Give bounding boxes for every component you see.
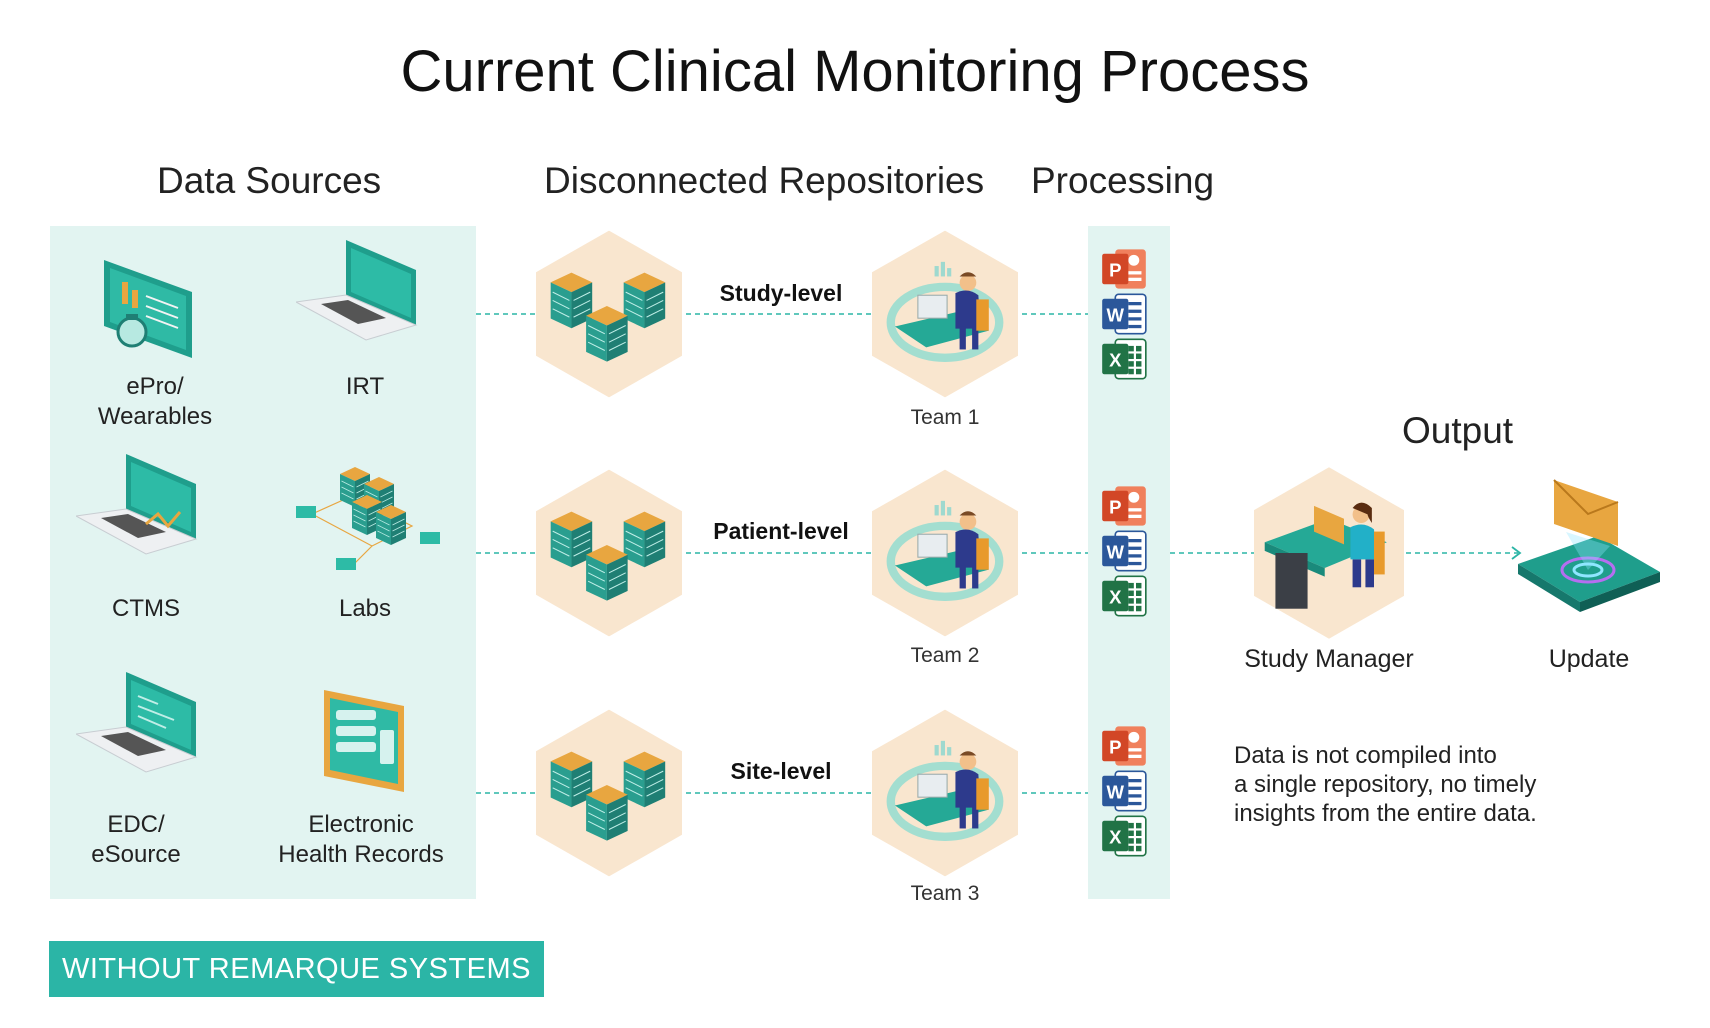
repository-patient-icon [536,469,682,637]
team-label-3: Team 3 [910,882,980,905]
repository-site-icon [536,709,682,877]
row-label-site: Site-level [730,758,832,784]
server-cluster-icon [296,466,440,570]
word-icon [1100,529,1148,573]
heading-output: Output [1402,410,1514,451]
study-manager-label: Study Manager [1244,645,1414,673]
envelope-phone-icon [1518,479,1660,612]
excel-icon [1100,574,1148,618]
update-label: Update [1548,645,1630,673]
powerpoint-icon [1100,724,1148,768]
laptop-chart-icon [76,454,206,564]
source-label-ctms: CTMS [112,595,180,622]
source-label-edc: EDC/eSource [91,811,181,868]
team-2-icon [872,469,1018,637]
heading-repositories: Disconnected Repositories [544,160,985,201]
row-label-study: Study-level [719,280,843,306]
output-note: Data is not compiled into a single repos… [1234,742,1537,827]
team-3-icon [872,709,1018,877]
heading-data-sources: Data Sources [157,160,382,201]
tablet-watch-icon [104,260,192,358]
team-label-1: Team 1 [910,406,980,429]
update-arrowhead [1511,546,1522,560]
source-label-labs: Labs [338,595,392,622]
study-manager-icon [1254,467,1404,639]
repository-study-icon [536,230,682,398]
powerpoint-icon [1100,484,1148,528]
excel-icon [1100,814,1148,858]
source-label-epro: ePro/Wearables [97,373,213,430]
records-tablet-icon [324,690,404,792]
team-label-2: Team 2 [910,644,980,667]
row-label-patient: Patient-level [713,518,849,544]
word-icon [1100,769,1148,813]
excel-icon [1100,337,1148,381]
page-title: Current Clinical Monitoring Process [400,39,1310,104]
without-remarque-badge: WITHOUT REMARQUE SYSTEMS [49,941,544,997]
laptop-code-icon [76,672,206,782]
powerpoint-icon [1100,247,1148,291]
team-1-icon [872,230,1018,398]
heading-processing: Processing [1031,160,1215,201]
word-icon [1100,292,1148,336]
laptop-icon [296,240,426,350]
source-label-irt: IRT [345,373,385,400]
